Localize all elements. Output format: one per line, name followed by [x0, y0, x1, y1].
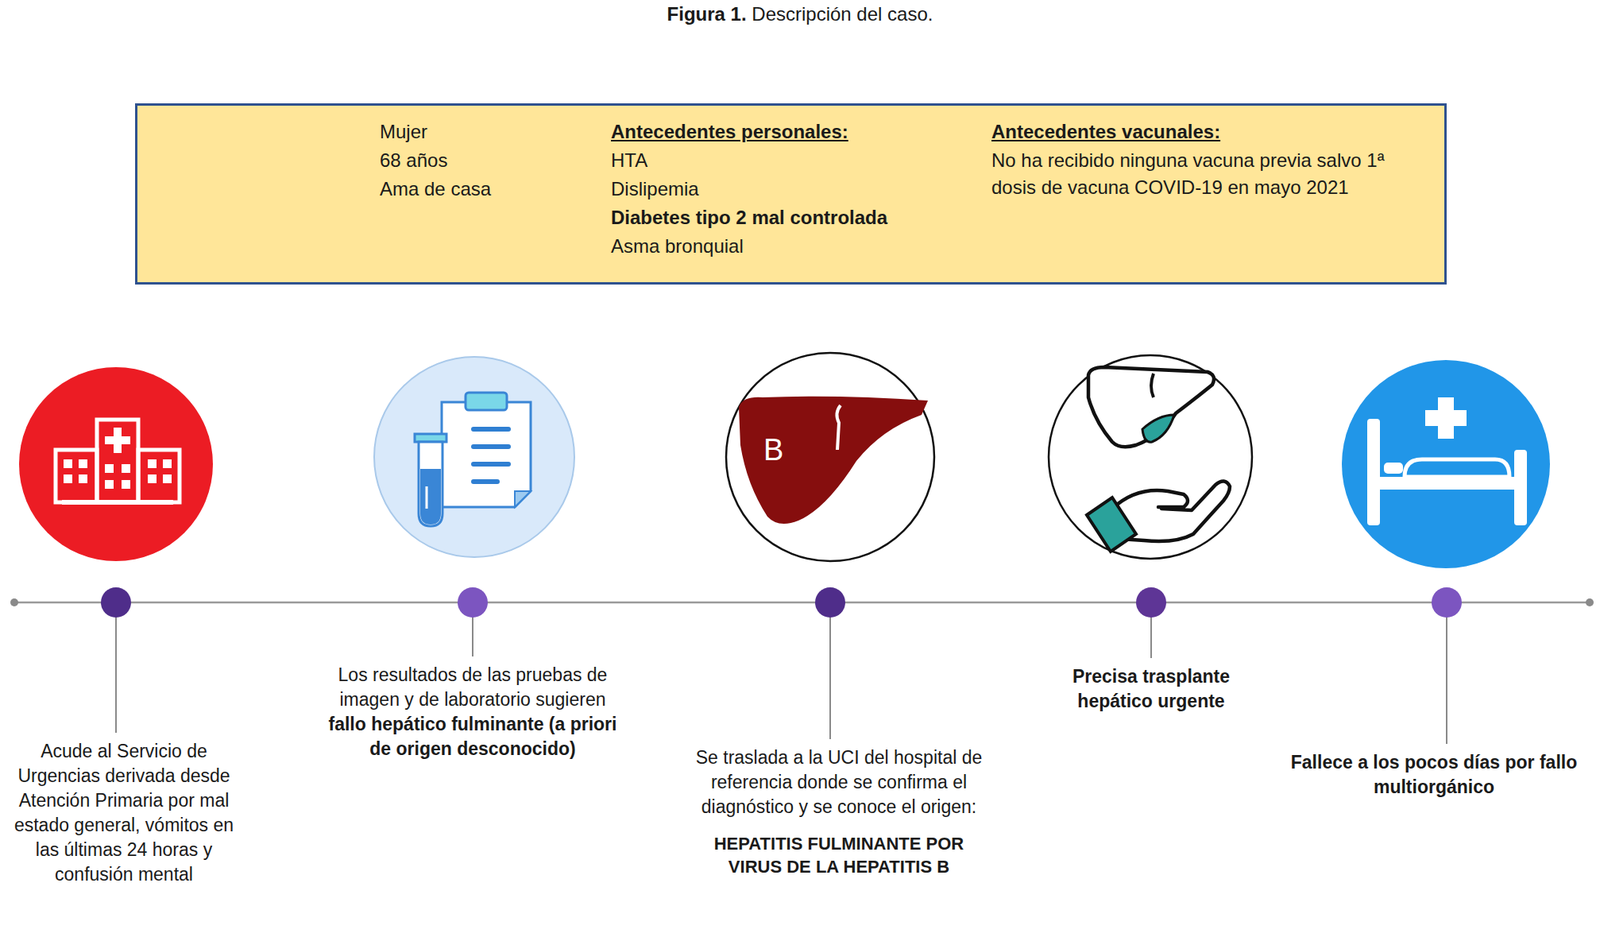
timeline-axis	[14, 601, 1589, 604]
liver-letter: B	[763, 433, 784, 466]
event-highlight: Fallece a los pocos días por fallo multi…	[1277, 749, 1591, 800]
liver-icon	[726, 352, 935, 561]
leader-line	[1445, 602, 1448, 744]
event-description: Acude al Servicio de Urgencias derivada …	[6, 738, 242, 887]
event-description: Los resultados de las pruebas de imagen …	[338, 664, 608, 710]
axis-end	[1585, 598, 1594, 607]
event-text: Fallece a los pocos días por fallo multi…	[1277, 749, 1591, 800]
info-text: Asma bronquial	[610, 232, 929, 260]
axis-end	[10, 598, 19, 607]
event-description: Se traslada a la UCI del hospital de ref…	[687, 745, 990, 820]
timeline-dot	[457, 587, 488, 618]
event-highlight: HEPATITIS FULMINANTE POR VIRUS DE LA HEP…	[687, 831, 990, 878]
info-text: No ha recibido ninguna vacuna previa sal…	[991, 146, 1427, 201]
info-text: Ama de casa	[379, 175, 539, 203]
timeline-dot	[1431, 587, 1462, 618]
info-panel: Mujer68 añosAma de casa Antecedentes pers…	[135, 103, 1447, 285]
info-text: HTA	[610, 146, 929, 174]
info-text: Mujer	[379, 118, 523, 146]
event-text: Se traslada a la UCI del hospital de ref…	[687, 745, 990, 878]
timeline-dot	[1136, 587, 1167, 618]
event-text: Precisa trasplante hepático urgente	[1047, 664, 1256, 714]
timeline-dot	[815, 587, 846, 618]
bed-icon	[1341, 359, 1550, 569]
info-text: Diabetes tipo 2 mal controlada	[610, 204, 945, 232]
event-text: Acude al Servicio de Urgencias derivada …	[6, 738, 242, 887]
timeline	[10, 587, 1594, 744]
lab-icon	[374, 356, 575, 557]
transplant-icon	[1048, 355, 1253, 559]
hospital-icon	[19, 367, 213, 561]
event-highlight: Precisa trasplante hepático urgente	[1047, 664, 1256, 714]
leader-line	[115, 602, 117, 733]
section-heading: Antecedentes personales:	[610, 118, 929, 146]
timeline-dot	[100, 587, 132, 618]
section-heading: Antecedentes vacunales:	[991, 118, 1310, 146]
info-text: Dislipemia	[610, 175, 929, 203]
info-text: 68 años	[379, 146, 523, 174]
event-highlight: fallo hepático fulminante (a priori de o…	[328, 713, 618, 759]
figure-title: Figura 1. Descripción del caso.	[0, 1, 1600, 28]
event-text: Los resultados de las pruebas de imagen …	[321, 662, 624, 762]
leader-line	[829, 602, 831, 739]
